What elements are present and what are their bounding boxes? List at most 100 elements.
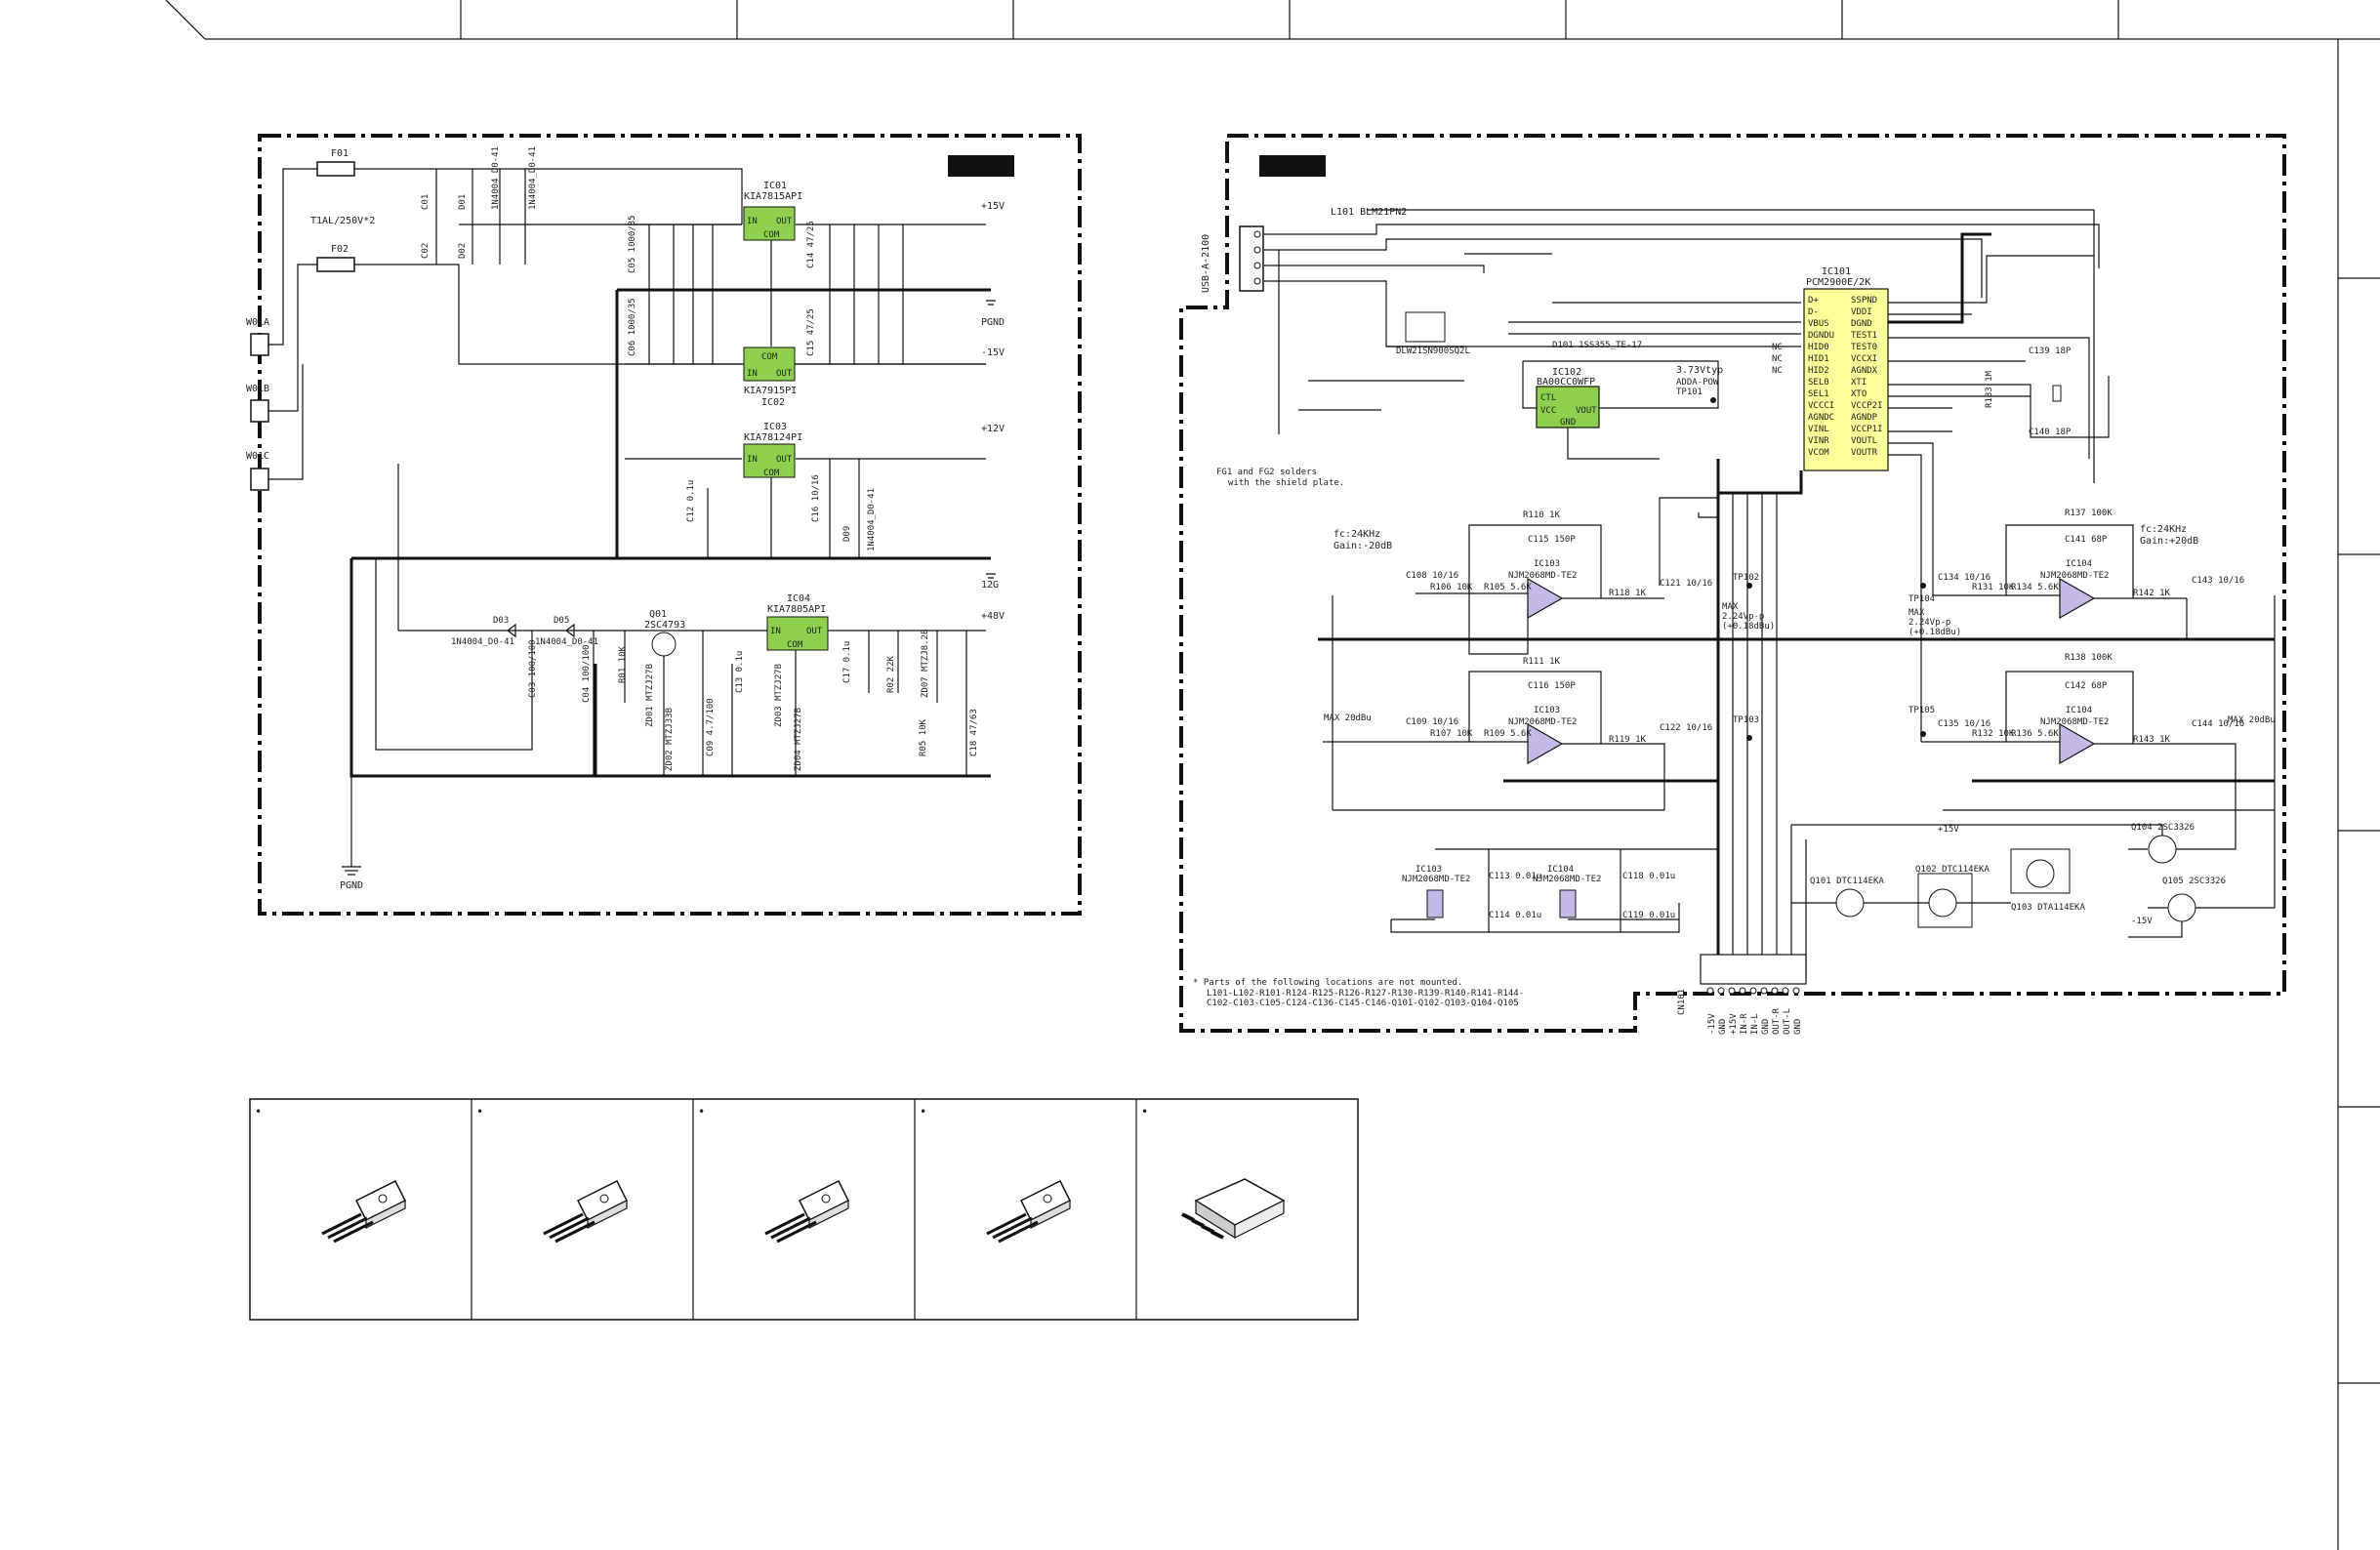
svg-text:COM: COM [763,230,780,240]
package-cell-bullet-5: • [1141,1105,1148,1119]
svg-text:GND: GND [1560,418,1576,428]
svg-text:R119 1K: R119 1K [1609,735,1647,745]
rail-label-5: +48V [981,611,1005,622]
diode-d03-part: 1N4004_D0-41 [451,637,514,647]
connector-w01b [250,399,269,423]
fuse-rating: T1AL/250V*2 [310,216,375,226]
usb-d101-label: D101 1SS355_TE-17 [1552,341,1642,350]
svg-text:C13 0.1u: C13 0.1u [735,651,745,693]
opamp-power: IC103 NJM2068MD-TE2 IC104 NJM2068MD-TE2 … [1390,848,1718,933]
filter-caps: C05 1000/35 C06 1000/35 C14 47/25 C15 47… [628,215,904,558]
svg-text:XTO: XTO [1851,389,1867,399]
package-cell-bullet-2: • [476,1105,483,1119]
svg-text:C04 100/100: C04 100/100 [582,644,592,703]
svg-text:C119 0.01u: C119 0.01u [1622,911,1675,920]
svg-text:VCC: VCC [1540,406,1556,416]
ic102-part: BA00CC0WFP [1537,377,1595,388]
svg-text:C134 10/16: C134 10/16 [1938,573,1990,583]
opamp-right-bottom [2059,722,2096,765]
regulator-ic02 [743,347,796,382]
svg-text:R133 1M: R133 1M [1985,370,1994,408]
svg-text:COM: COM [787,640,803,650]
svg-text:SEL1: SEL1 [1808,389,1829,399]
svg-text:D03: D03 [493,616,509,626]
max-in-label: MAX 20dBu [1324,714,1372,723]
to220-package-icon [764,1179,850,1244]
ic102-ref: IC102 [1552,367,1581,378]
tp105-label: TP105 [1908,706,1935,715]
ic101-ref: IC101 [1822,266,1851,277]
svg-text:C03 100/100: C03 100/100 [528,639,538,698]
svg-text:VCCP1I: VCCP1I [1851,425,1883,434]
opamp-stage-right-top: fc:24KHz Gain:+20dB IC104 NJM2068MD-TE2 … [1933,509,2244,639]
svg-text:NC: NC [1772,354,1783,364]
note-line2: C102-C103-C105-C124-C136-C145-C146-Q101-… [1207,999,1519,1008]
level-left: 2.24Vp-p [1722,612,1764,622]
svg-text:C108 10/16: C108 10/16 [1406,571,1458,581]
svg-text:C116 150P: C116 150P [1528,681,1576,691]
svg-text:VOUTR: VOUTR [1851,448,1878,458]
connector-w01c-label: W01C [246,451,269,462]
ic104-power-unit [1559,889,1577,918]
svg-text:C113 0.01u: C113 0.01u [1489,872,1541,881]
usb-shield-note: FG1 and FG2 solders with the shield plat… [1216,468,1439,477]
svg-text:R143 1K: R143 1K [2133,735,2171,745]
svg-text:ZD03 MTZJ27B: ZD03 MTZJ27B [774,664,784,727]
svg-text:C115 150P: C115 150P [1528,535,1576,545]
svg-text:FG1 and FG2 solders: FG1 and FG2 solders [1216,468,1317,477]
svg-text:IC103: IC103 [1534,706,1560,715]
svg-text:ZD07 MTZJ8.2B: ZD07 MTZJ8.2B [921,630,930,698]
svg-text:IN-R: IN-R [1740,1013,1749,1035]
svg-text:DGNDU: DGNDU [1808,331,1834,341]
filter-left-fc: fc:24KHz [1334,529,1380,540]
svg-text:C109 10/16: C109 10/16 [1406,717,1458,727]
svg-text:C02: C02 [421,243,431,259]
svg-text:R137 100K: R137 100K [2065,509,2113,518]
smd-package-icon [1181,1178,1286,1240]
svg-text:R106 10K: R106 10K [1430,583,1473,592]
usb-supply-note: 3.73Vtyp [1676,365,1723,376]
svg-text:VOUT: VOUT [1576,406,1597,416]
to220-package-icon [543,1179,629,1244]
tp101-label: TP101 [1676,388,1703,397]
diode-part-label-3: 1N4004_D0-41 [867,488,877,551]
svg-text:D09: D09 [842,526,852,542]
rail-label-1: PGND [981,317,1005,328]
q101-label: Q101 DTC114EKA [1810,877,1884,886]
note-line1: L101-L102-R101-R124-R125-R126-R127-R130-… [1207,989,1524,999]
bridge-parts: C01 C02 D01 D02 1N4004_D0-41 1N4004_D0-4… [421,146,538,265]
svg-text:-15V: -15V [2131,917,2153,926]
diode-part-label-1: 1N4004_D0-41 [491,146,501,210]
connector-w01c [250,468,269,491]
usb-connector-part: USB-A-2100 [1201,234,1211,293]
connector-w01b-label: W01B [246,384,269,394]
level-right: 2.24Vp-p [1908,618,1950,628]
svg-text:C135 10/16: C135 10/16 [1938,719,1990,729]
svg-text:R138 100K: R138 100K [2065,653,2113,663]
regulator-ic03-part: KIA78124PI [744,432,802,443]
filter-right-gain: Gain:+20dB [2140,536,2198,547]
ic104-power-ref: IC104 [1547,865,1574,875]
svg-text:OUT-R: OUT-R [1772,1007,1782,1035]
svg-text:IN: IN [770,627,781,636]
package-cell-bullet-4: • [920,1105,926,1119]
svg-text:with the shield plate.: with the shield plate. [1228,478,1344,488]
regulator-ic01-part: KIA7815API [744,191,802,202]
svg-text:NJM2068MD-TE2: NJM2068MD-TE2 [1508,571,1577,581]
filter-right-fc: fc:24KHz [2140,524,2187,535]
svg-text:R110 1K: R110 1K [1523,510,1561,520]
opamp-left-bottom [1527,722,1564,765]
svg-text:IN: IN [747,455,758,465]
max-out-label: MAX 20dBu [2228,715,2276,725]
svg-text:R05 10K: R05 10K [919,718,928,756]
svg-text:CTL: CTL [1540,393,1556,403]
block-tag-power [948,155,1014,177]
rail-label-2: -15V [981,347,1005,358]
svg-text:GND: GND [1793,1019,1803,1035]
regulator-ic02-ref: IC02 [761,397,785,408]
svg-text:VCCP2I: VCCP2I [1851,401,1883,411]
svg-text:C12 0.1u: C12 0.1u [686,480,696,522]
ic102-regulator [1536,386,1600,428]
svg-text:C139 18P: C139 18P [2029,347,2072,356]
